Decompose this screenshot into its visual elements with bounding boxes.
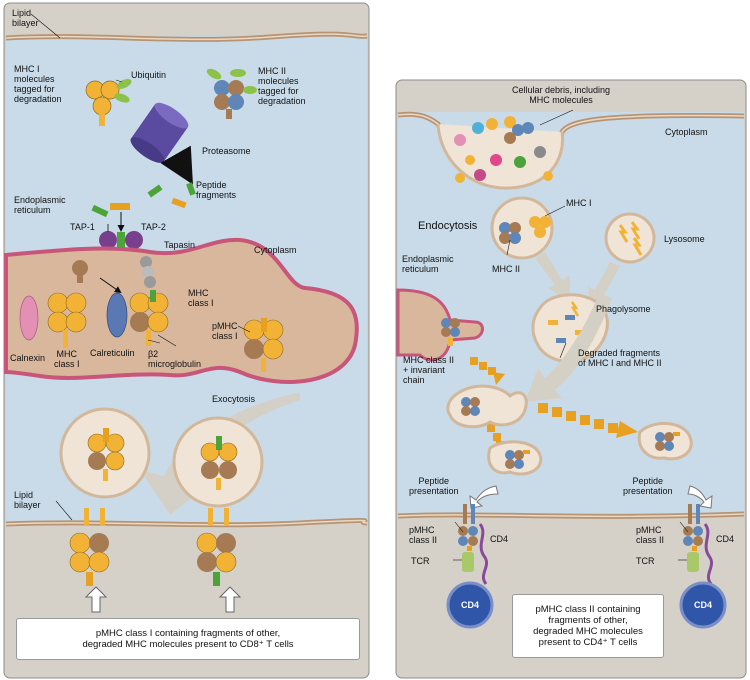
label-calnexin: Calnexin bbox=[10, 353, 46, 363]
label-tap2: TAP-2 bbox=[141, 222, 166, 232]
tap-transporter bbox=[99, 212, 143, 252]
label-tcr-right: TCR bbox=[636, 556, 655, 566]
er-mhc-class1 bbox=[47, 292, 87, 348]
right-er bbox=[396, 288, 484, 362]
cd4-cell-label-left: CD4 bbox=[460, 600, 479, 610]
cd4-cell-label-right: CD4 bbox=[693, 600, 712, 610]
label-mhc1-tagged: MHC I molecules tagged for degradation bbox=[14, 64, 62, 104]
center-mhc2 bbox=[461, 397, 480, 416]
label-cytoplasm-left: Cytoplasm bbox=[254, 245, 297, 255]
label-mhc-class1-left: MHC class I bbox=[54, 349, 80, 369]
cd4-t-cell-left bbox=[446, 581, 494, 629]
invariant-chain-arrow-3 bbox=[538, 403, 638, 438]
label-peptide-presentation-right: Peptide presentation bbox=[623, 476, 673, 496]
label-lysosome: Lysosome bbox=[664, 234, 705, 244]
vesicle-right bbox=[172, 416, 264, 508]
endosome-to-phagolysosome-arrow bbox=[535, 252, 570, 302]
cellular-debris bbox=[454, 116, 553, 183]
right-panel bbox=[395, 79, 747, 679]
label-debris: Cellular debris, including MHC molecules bbox=[512, 85, 611, 105]
callout-pmhc-class1: pMHC class I containing fragments of oth… bbox=[16, 618, 360, 660]
left-panel bbox=[3, 2, 370, 679]
label-proteasome: Proteasome bbox=[202, 146, 251, 156]
invariant-chain-arrow-1 bbox=[470, 357, 505, 385]
er-pmhc-class1 bbox=[243, 318, 284, 372]
mhc2-vesicle-lower bbox=[487, 440, 543, 476]
label-calreticulin: Calreticulin bbox=[90, 348, 135, 358]
label-peptide-fragments: Peptide fragments bbox=[196, 180, 237, 200]
lysosome-to-phagolysosome-arrow bbox=[588, 262, 620, 312]
label-mhc-class1-right: MHC class I bbox=[188, 288, 214, 308]
label-mhc2-tagged: MHC II molecules tagged for degradation bbox=[258, 66, 306, 106]
label-cd4-right: CD4 bbox=[716, 534, 735, 544]
peptide-fragments bbox=[91, 182, 196, 218]
mhc2-tcr-cd4-left bbox=[446, 504, 494, 629]
mhc2-tagged-molecule bbox=[206, 68, 257, 119]
lysosome bbox=[604, 212, 656, 264]
label-peptide-presentation-left: Peptide presentation bbox=[409, 476, 459, 496]
label-beta2: β2 microglobulin bbox=[148, 349, 202, 369]
calreticulin bbox=[106, 292, 128, 338]
label-cytoplasm-right: Cytoplasm bbox=[665, 127, 708, 137]
loading-mhc-class1 bbox=[129, 290, 169, 346]
lower-mhc2 bbox=[505, 450, 530, 469]
tapasin bbox=[140, 256, 156, 288]
vesicle-left bbox=[59, 407, 151, 499]
surface-pmhc1-left bbox=[69, 508, 110, 586]
label-phagolysosome: Phagolysome bbox=[596, 304, 651, 314]
label-mhc2-endosome: MHC II bbox=[492, 264, 520, 274]
label-pmhc2-left: pMHC class II bbox=[409, 525, 438, 545]
phagolysosome-output-arrow bbox=[525, 296, 612, 402]
right-mhc2 bbox=[655, 432, 680, 451]
endosome-mhc1 bbox=[529, 216, 551, 238]
label-er: Endoplasmic reticulum bbox=[14, 195, 66, 215]
label-mhc1-endosome: MHC I bbox=[566, 198, 592, 208]
label-pmhc-class1: pMHC class I bbox=[212, 321, 238, 341]
mhc2-tcr-cd4-right bbox=[679, 504, 727, 629]
label-tapasin: Tapasin bbox=[164, 240, 196, 250]
label-cd4-left: CD4 bbox=[490, 534, 509, 544]
endosome-mhc2 bbox=[499, 222, 521, 244]
presentation-arrow-left bbox=[469, 485, 499, 509]
callout-pmhc-class2: pMHC class II containing fragments of ot… bbox=[512, 594, 664, 658]
label-lipid-bilayer-top: Lipid bilayer bbox=[12, 8, 39, 28]
label-exocytosis: Exocytosis bbox=[212, 394, 256, 404]
present-arrow-right bbox=[218, 586, 242, 613]
cd4-t-cell-right bbox=[679, 581, 727, 629]
label-tap1: TAP-1 bbox=[70, 222, 95, 232]
mhc2-vesicle-center bbox=[446, 384, 528, 429]
label-mhc2-invariant: MHC class II + invariant chain bbox=[403, 355, 455, 385]
label-ubiquitin: Ubiquitin bbox=[131, 70, 167, 80]
mhc2-vesicle-right bbox=[637, 421, 693, 461]
label-degraded-fragments: Degraded fragments of MHC I and MHC II bbox=[578, 348, 662, 368]
label-er-right: Endoplasmic reticulum bbox=[402, 254, 454, 274]
mhc1-tagged-molecule bbox=[85, 79, 132, 126]
present-arrow-left bbox=[84, 586, 108, 613]
calnexin bbox=[19, 295, 39, 341]
presentation-arrow-right bbox=[687, 485, 713, 509]
surface-pmhc1-right bbox=[196, 508, 237, 586]
label-lipid-bilayer-bottom: Lipid bilayer bbox=[14, 490, 41, 510]
mhc2-invariant-in-er bbox=[441, 318, 460, 346]
label-pmhc2-right: pMHC class II bbox=[636, 525, 665, 545]
label-endocytosis: Endocytosis bbox=[418, 220, 478, 232]
label-tcr-left: TCR bbox=[411, 556, 430, 566]
